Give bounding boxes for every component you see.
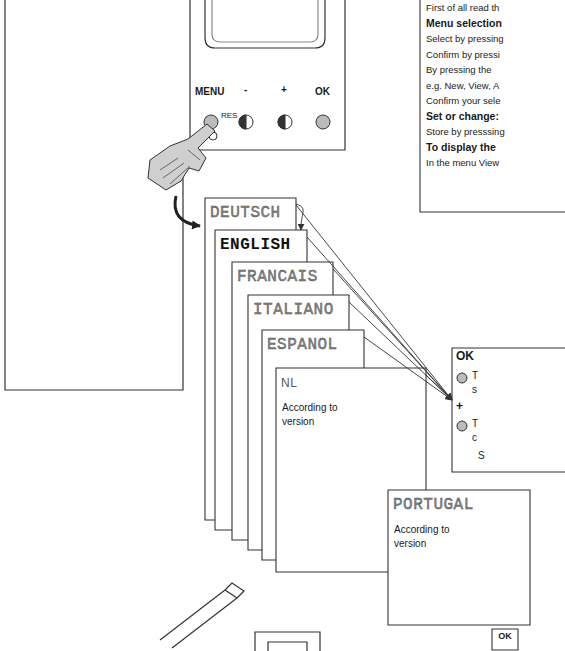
key-text: c <box>472 432 477 444</box>
instruction-text: First of all read th <box>420 0 565 16</box>
device-body <box>190 0 345 150</box>
hand-shading <box>160 150 200 184</box>
language-name: NL <box>276 368 302 393</box>
version-note: According to version <box>276 393 360 429</box>
ok-key-box: OK <box>492 629 518 650</box>
instruction-text: e.g. New, View, A <box>420 78 565 94</box>
instruction-text: Store by presssing <box>420 124 565 140</box>
key-text: T <box>472 370 478 382</box>
plus-button <box>278 115 292 129</box>
box-outline <box>492 629 518 650</box>
plus-button-shade <box>278 115 285 129</box>
section-heading: Set or change: <box>420 109 565 125</box>
button-label: - <box>244 84 247 96</box>
panel-frame <box>5 0 183 390</box>
instruction-panel: First of all read thMenu selectionSelect… <box>420 0 565 212</box>
instruction-text: By pressing the <box>420 62 565 78</box>
key-icon <box>457 421 467 431</box>
language-name: PORTUGAL <box>388 490 479 515</box>
pointing-hand <box>148 124 215 190</box>
instruction-text: In the menu View <box>420 155 565 171</box>
card-outline <box>388 490 530 625</box>
instruction-text: Select by pressing <box>420 31 565 47</box>
node-outlines <box>205 0 565 650</box>
language-name: FRANCAIS <box>232 262 323 287</box>
minus-button <box>239 115 253 129</box>
key-icon <box>457 373 467 383</box>
pen-sketch <box>160 583 244 648</box>
language-name: ENGLISH <box>215 230 296 255</box>
connector-line <box>333 269 452 400</box>
device-sketch <box>255 632 320 651</box>
language-card: ESPANOL <box>262 330 364 560</box>
device-screen <box>205 0 325 48</box>
section-heading: Menu selection <box>420 16 565 32</box>
connector-line <box>426 375 452 400</box>
screen-inner <box>212 0 318 42</box>
connector-line <box>349 302 452 400</box>
flow-arrow <box>175 196 200 226</box>
section-heading: To display the <box>420 140 565 156</box>
key-text: s <box>472 384 477 396</box>
button-label: RES <box>221 110 237 122</box>
minus-button-shade <box>239 115 246 129</box>
button-label: OK <box>315 86 330 98</box>
key-text: T <box>472 418 478 430</box>
connector-line <box>296 204 303 230</box>
language-name: ITALIANO <box>248 295 339 320</box>
key-text: OK <box>492 629 518 644</box>
instruction-text: Confirm by pressi <box>420 47 565 63</box>
ok-button <box>316 115 330 129</box>
instruction-text: Confirm your sele <box>420 93 565 109</box>
button-label: MENU <box>195 86 224 98</box>
box-outline <box>420 0 565 212</box>
button-label: + <box>281 84 287 96</box>
drawing-part <box>148 115 330 190</box>
key-text: + <box>456 400 463 412</box>
language-name: DEUTSCH <box>205 198 286 223</box>
language-name: ESPANOL <box>262 330 343 355</box>
language-card: PORTUGALAccording to version <box>388 490 530 625</box>
box-outline <box>452 348 565 472</box>
connector-line <box>364 337 452 400</box>
version-note: According to version <box>388 515 472 551</box>
key-text: OK <box>456 350 474 362</box>
key-legend-box: OK Ts + TcS <box>452 348 565 472</box>
key-text: S <box>478 450 485 462</box>
